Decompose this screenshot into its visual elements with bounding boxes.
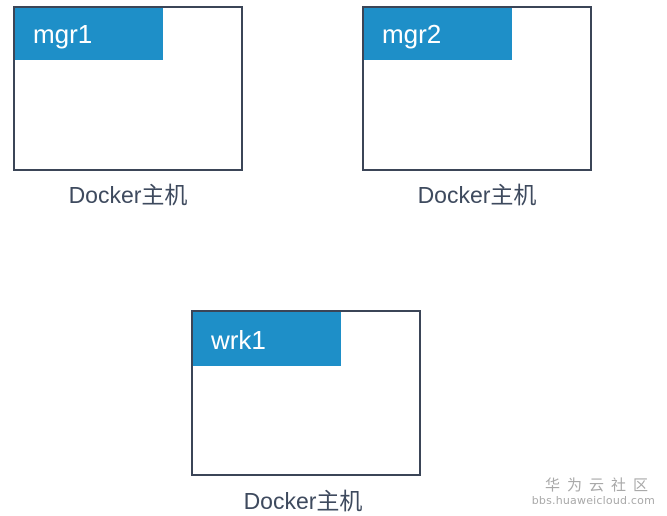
docker-host-wrk1-box: wrk1 [191,310,421,476]
docker-host-mgr1-box: mgr1 [13,6,243,171]
docker-host-caption-wrk1: Docker主机 [243,488,363,514]
watermark-title: 华为云社区 [544,476,655,494]
node-label-mgr1: mgr1 [15,8,163,60]
watermark-url: bbs.huaweicloud.com [531,494,655,507]
node-label-mgr2: mgr2 [364,8,512,60]
docker-host-caption-mgr1: Docker主机 [68,182,188,208]
node-label-wrk1: wrk1 [193,312,341,366]
docker-host-mgr2-box: mgr2 [362,6,592,171]
watermark: 华为云社区 bbs.huaweicloud.com [532,476,655,507]
docker-host-caption-mgr2: Docker主机 [417,182,537,208]
